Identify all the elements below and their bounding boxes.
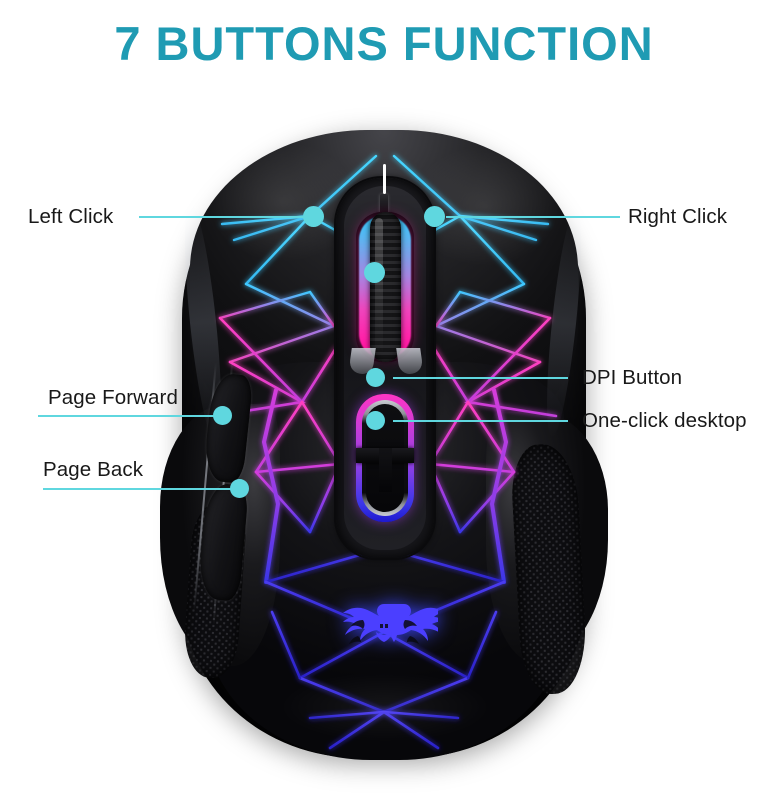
callout-dot-one-click-desktop[interactable] <box>366 411 385 430</box>
page-title: 7 BUTTONS FUNCTION <box>114 17 654 70</box>
callout-dot-left-click[interactable] <box>303 206 324 227</box>
gaming-mouse-image <box>160 112 608 760</box>
callout-dot-page-forward[interactable] <box>213 406 232 425</box>
scroll-wheel-shine <box>375 218 383 354</box>
callout-label-left-click: Left Click <box>28 205 114 228</box>
callout-dot-page-back[interactable] <box>230 479 249 498</box>
scroll-wheel[interactable] <box>370 212 401 362</box>
click-gap-notch <box>383 164 386 194</box>
callout-dot-dpi-button[interactable] <box>366 368 385 387</box>
leader-line-page-forward <box>38 415 218 417</box>
infographic-canvas: 7 BUTTONS FUNCTION <box>28 17 747 760</box>
callout-dot-right-click[interactable] <box>424 206 445 227</box>
callout-dot-scroll-wheel[interactable] <box>364 262 385 283</box>
leader-line-left-click <box>139 216 313 218</box>
leader-line-one-click-desktop <box>393 420 568 422</box>
callout-label-right-click: Right Click <box>628 205 728 228</box>
callout-label-one-click-desktop: One-click desktop <box>582 409 747 432</box>
click-nub <box>380 194 388 214</box>
callout-label-page-forward: Page Forward <box>48 386 178 409</box>
leader-line-right-click <box>446 216 620 218</box>
callout-label-page-back: Page Back <box>43 458 144 481</box>
bat-emblem-icon <box>343 604 438 644</box>
leader-line-dpi-button <box>393 377 568 379</box>
callout-label-dpi-button: DPI Button <box>582 366 683 389</box>
click-split-channel <box>333 160 435 800</box>
shell-highlight-left <box>208 142 358 262</box>
leader-line-page-back <box>43 488 235 490</box>
dpi-pill-stem <box>379 448 392 492</box>
palm-highlight <box>280 672 490 742</box>
